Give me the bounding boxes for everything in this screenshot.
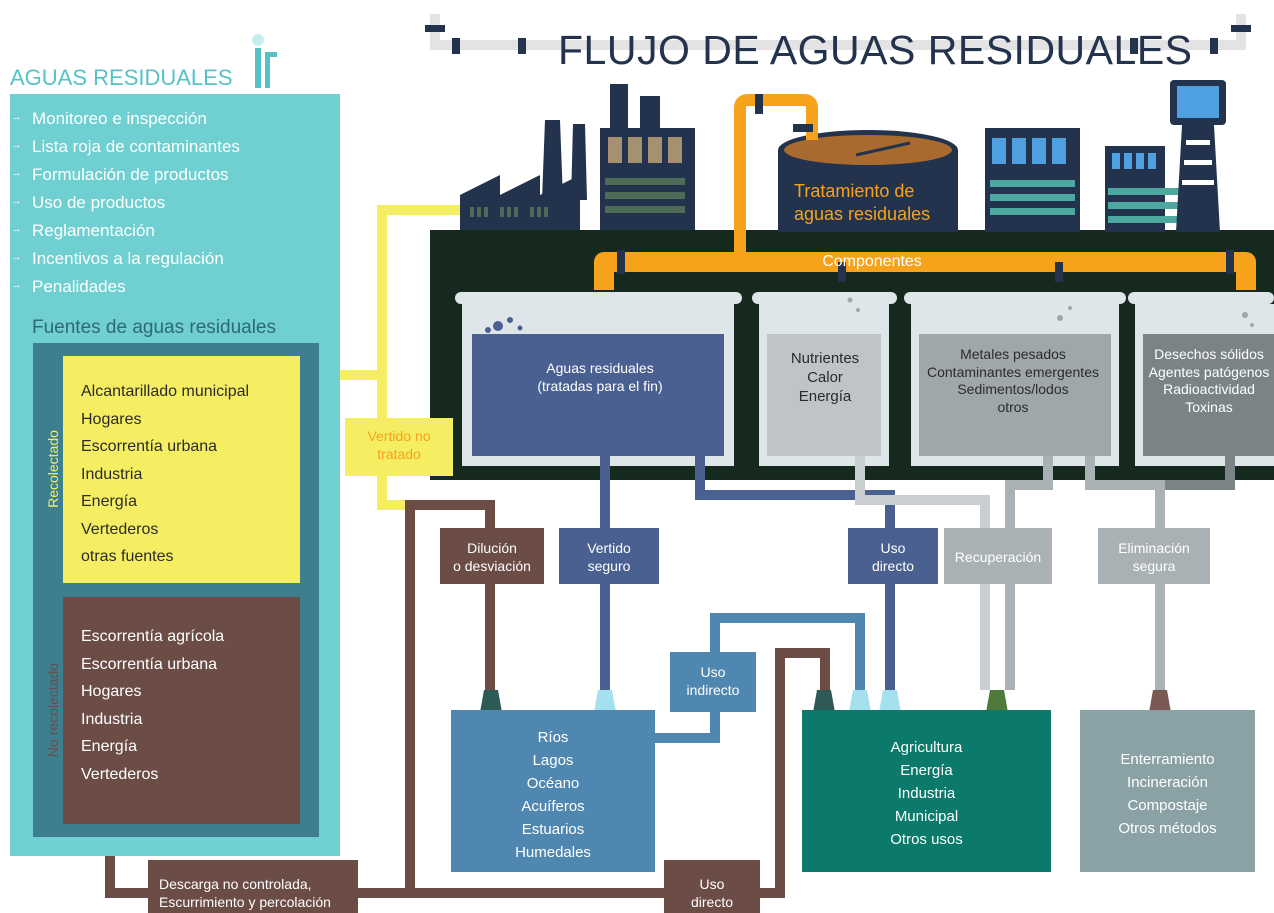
list-item: Alcantarillado municipal — [81, 383, 250, 400]
tank-wastewater-label: Aguas residuales (tratadas para el fin) — [537, 360, 663, 394]
direct-use-label: Uso directo — [848, 528, 938, 584]
policy-list: Monitoreo e inspección Lista roja de con… — [11, 106, 240, 302]
list-item: Monitoreo e inspección — [11, 106, 240, 134]
safe-disposal-label: Eliminación segura — [1098, 528, 1210, 584]
dilution-label: Dilución o desviación — [440, 528, 544, 584]
uses-box: Agricultura Energía Industria Municipal … — [802, 710, 1051, 872]
list-item: Hogares — [81, 410, 142, 428]
factory-icon — [460, 84, 695, 230]
direct-use-pipe — [695, 456, 895, 690]
collected-box — [63, 356, 300, 583]
list-item: Energía — [81, 738, 138, 755]
list-item: otras fuentes — [81, 548, 174, 565]
left-panel-title: AGUAS RESIDUALES — [10, 65, 233, 90]
disposal-pipe-1 — [1085, 456, 1165, 690]
collected-list: Alcantarillado municipal Hogares Escorre… — [81, 378, 249, 571]
component-tanks — [455, 292, 1274, 466]
disposal-box: Enterramiento Incineración Compostaje Ot… — [1080, 710, 1255, 872]
list-item: Vertederos — [81, 520, 159, 538]
sources-title: Fuentes de aguas residuales — [32, 317, 276, 338]
list-item: Uso de productos — [11, 190, 240, 218]
list-item: Escorrentía urbana — [81, 438, 218, 455]
list-item: Hogares — [81, 683, 142, 700]
recovery-pipe-2 — [1005, 456, 1053, 690]
recovery-label: Recuperación — [944, 528, 1052, 584]
list-item: Lista roja de contaminantes — [11, 134, 240, 162]
recovery-pipe-1 — [855, 456, 990, 690]
not-collected-box — [63, 597, 300, 824]
list-item: Industria — [81, 465, 143, 483]
list-item: Escorrentía urbana — [81, 655, 218, 673]
direct-use-brown-pipe — [410, 648, 830, 898]
uncontrolled-discharge-label: Descarga no controlada, Escurrimiento y … — [148, 860, 358, 913]
untreated-discharge-label: Vertido no tratado — [345, 418, 453, 476]
indirect-use-pipe — [655, 613, 865, 743]
city-buildings-icon — [985, 80, 1226, 232]
list-item: Incentivos a la regulación — [11, 246, 240, 274]
collected-label: Recolectado — [45, 430, 61, 508]
list-item: Energía — [81, 493, 138, 510]
safe-discharge-label: Vertido seguro — [559, 528, 659, 584]
not-collected-list: Escorrentía agrícola Escorrentía urbana … — [81, 623, 224, 788]
list-item: Industria — [81, 710, 143, 728]
disposal-pipe-2 — [1165, 456, 1235, 490]
page-title: FLUJO DE AGUAS RESIDUALES — [558, 27, 1193, 73]
water-bodies-box: Ríos Lagos Océano Acuíferos Estuarios Hu… — [451, 710, 655, 872]
list-item: Penalidades — [11, 274, 240, 302]
list-item: Formulación de productos — [11, 162, 240, 190]
title-pipe — [425, 14, 1251, 54]
components-label: Componentes — [822, 253, 922, 270]
list-item: Reglamentación — [11, 218, 240, 246]
tank-metals-label: Metales pesados Contaminantes emergentes… — [927, 346, 1099, 415]
not-collected-label: No recolectado — [45, 662, 61, 758]
treatment-tank-icon — [778, 130, 958, 232]
treatment-label: Tratamiento de aguas residuales — [794, 181, 931, 224]
indirect-use-label: Uso indirecto — [670, 652, 756, 712]
list-item: Escorrentía agrícola — [81, 628, 225, 645]
tank-nutrients-label: Nutrientes Calor Energía — [790, 350, 860, 405]
faucet-icon — [250, 30, 280, 88]
tank-solids-label: Desechos sólidos Agentes patógenos Radio… — [1148, 346, 1270, 415]
list-item: Vertederos — [81, 765, 159, 783]
direct-use-bottom-label: Uso directo — [664, 860, 760, 913]
